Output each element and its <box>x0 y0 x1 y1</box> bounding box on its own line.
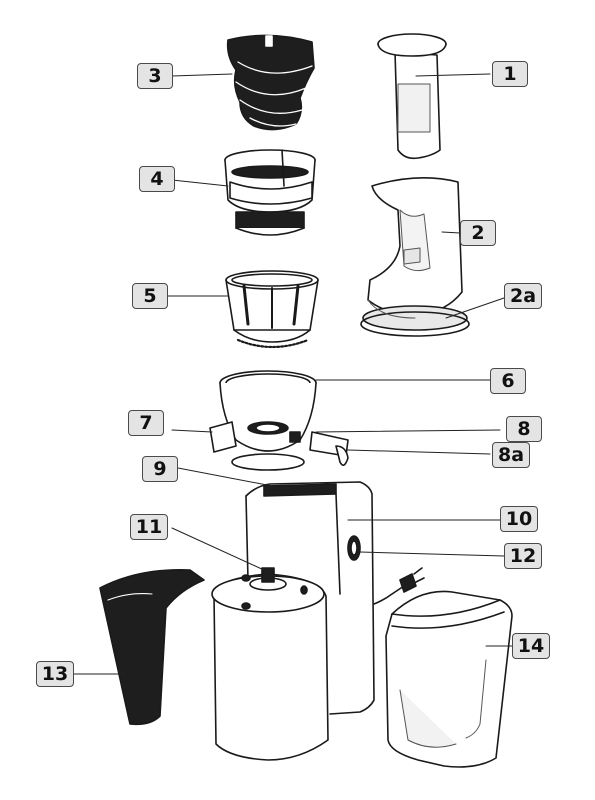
label-1: 1 <box>492 61 528 87</box>
label-8a: 8a <box>492 442 530 468</box>
label-3: 3 <box>137 63 173 89</box>
motor-base-part <box>211 481 425 761</box>
juicing-bowl-part <box>209 370 349 471</box>
pusher-part <box>377 33 447 160</box>
label-2a: 2a <box>504 283 542 309</box>
label-10: 10 <box>500 506 538 532</box>
label-14: 14 <box>512 633 550 659</box>
label-4: 4 <box>139 166 175 192</box>
label-11: 11 <box>130 514 168 540</box>
rotating-brush-part <box>225 270 319 349</box>
strainer-part <box>224 149 316 236</box>
juice-container-part <box>385 590 513 768</box>
pulp-container-part <box>99 569 205 726</box>
label-9: 9 <box>142 456 178 482</box>
label-7: 7 <box>128 410 164 436</box>
leader-lines <box>71 73 513 675</box>
label-2: 2 <box>460 220 496 246</box>
lid-part <box>360 177 470 337</box>
label-8: 8 <box>506 416 542 442</box>
auger-part <box>226 34 315 131</box>
label-13: 13 <box>36 661 74 687</box>
label-6: 6 <box>490 368 526 394</box>
label-5: 5 <box>132 283 168 309</box>
label-12: 12 <box>504 543 542 569</box>
